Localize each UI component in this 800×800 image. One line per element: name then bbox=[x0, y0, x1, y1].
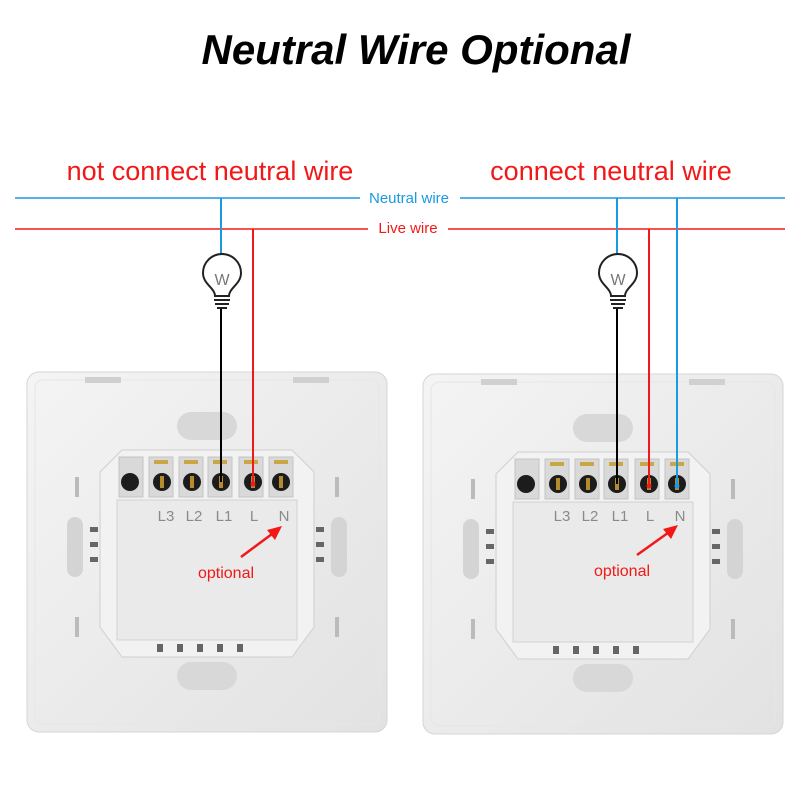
terminal-label-n: N bbox=[675, 508, 686, 525]
terminal-label-l3: L3 bbox=[554, 508, 571, 525]
switch-back-plate bbox=[26, 371, 388, 733]
terminal-label-l1: L1 bbox=[216, 508, 233, 525]
bulb-label: W bbox=[214, 272, 230, 289]
page-title: Neutral Wire Optional bbox=[201, 26, 631, 73]
switch-back-plate bbox=[422, 373, 784, 735]
terminal-label-n: N bbox=[279, 508, 290, 525]
arrow-icon bbox=[240, 529, 277, 559]
optional-note: optional bbox=[198, 565, 254, 582]
bulb-label: W bbox=[610, 272, 626, 289]
terminal-label-l1: L1 bbox=[612, 508, 629, 525]
terminal-label-l3: L3 bbox=[158, 508, 175, 525]
terminal-label-l2: L2 bbox=[582, 508, 599, 525]
optional-note: optional bbox=[594, 563, 650, 580]
panel-without-neutral: not connect neutral wire W L3 L2 L1 L N … bbox=[26, 156, 388, 733]
arrow-icon bbox=[636, 528, 673, 557]
panel-heading: connect neutral wire bbox=[490, 156, 732, 186]
terminal-label-l2: L2 bbox=[186, 508, 203, 525]
neutral-wire-label: Neutral wire bbox=[369, 190, 449, 207]
live-wire-label: Live wire bbox=[378, 220, 437, 237]
panel-with-neutral: connect neutral wire W L3 L2 L1 L N opti… bbox=[422, 156, 784, 735]
terminal-label-l: L bbox=[646, 508, 654, 525]
terminal-label-l: L bbox=[250, 508, 258, 525]
panel-heading: not connect neutral wire bbox=[67, 156, 354, 186]
